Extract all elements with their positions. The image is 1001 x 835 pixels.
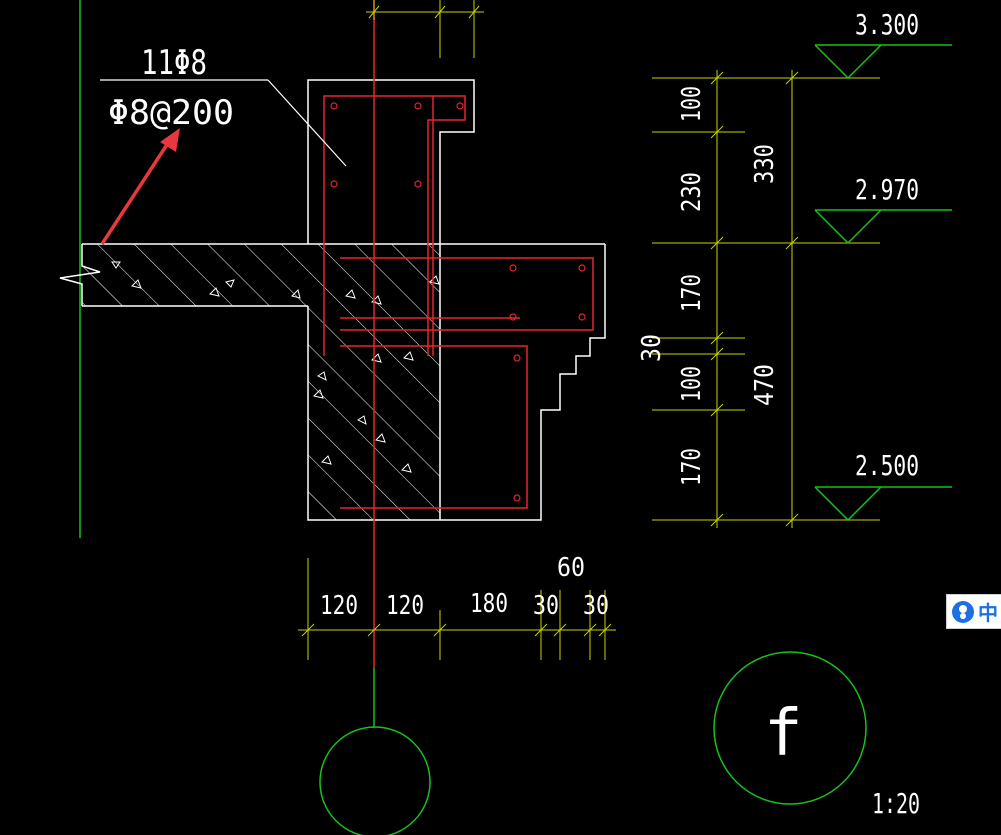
horizontal-dims	[298, 558, 616, 660]
dim-180: 180	[470, 589, 508, 619]
dim-470: 470	[750, 364, 780, 406]
top-dims	[366, 0, 484, 58]
dim-30: 30	[637, 334, 667, 362]
level-markers	[814, 44, 952, 522]
side-widget[interactable]: 中	[946, 594, 1001, 629]
dim-100-top: 100	[677, 86, 707, 122]
annotation-leader	[100, 79, 347, 167]
detail-scale: 1:20	[872, 787, 920, 820]
vertical-dims	[652, 70, 880, 528]
level-bottom: 2.500	[855, 449, 919, 482]
dim-230: 230	[677, 172, 707, 212]
side-widget-label: 中	[978, 601, 998, 625]
dim-170-mid: 170	[677, 274, 707, 312]
dim-170-low: 170	[677, 448, 707, 486]
level-top: 3.300	[855, 8, 919, 41]
dim-330: 330	[750, 144, 780, 184]
dim-60: 60	[557, 553, 585, 583]
horizontal-dim-labels: 120 120 180 60 30 30	[320, 553, 609, 621]
red-arrow-icon	[100, 128, 180, 245]
detail-callout-circle	[713, 651, 867, 805]
dim-100-low: 100	[677, 366, 707, 402]
user-icon	[952, 600, 974, 623]
dim-120-left: 120	[320, 591, 358, 621]
dim-30-b: 30	[583, 591, 609, 621]
dim-30-a: 30	[533, 591, 559, 621]
stirrup-label: Φ8@200	[108, 93, 234, 133]
axis-bubble	[319, 726, 431, 835]
rebar-count-label: 11Φ8	[141, 43, 207, 83]
break-symbol	[59, 244, 101, 306]
dim-120-right: 120	[386, 591, 424, 621]
level-middle: 2.970	[855, 173, 919, 206]
rebar	[323, 95, 594, 509]
detail-letter: f	[764, 697, 803, 771]
vertical-dim-labels: 100 230 330 170 30 100 470 170	[637, 86, 780, 486]
